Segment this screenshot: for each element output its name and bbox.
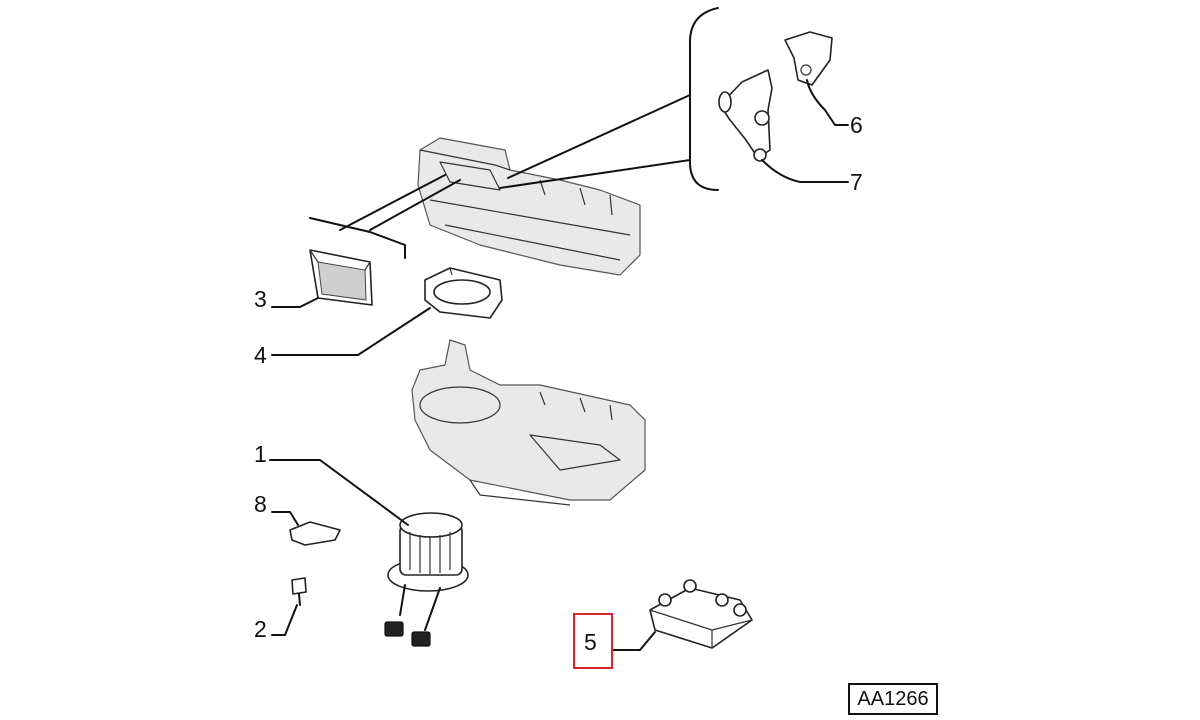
blower-motor-part	[384, 512, 469, 647]
upper-housing	[417, 137, 641, 276]
callout-1: 1	[254, 441, 267, 467]
intake-ring-part	[424, 267, 503, 319]
filter-part	[309, 249, 373, 306]
callout-4: 4	[254, 342, 267, 368]
callout-6: 6	[850, 112, 863, 138]
leader-line-1	[269, 459, 409, 526]
detail-inset-frame	[689, 7, 719, 191]
callout-5-highlight	[573, 613, 613, 669]
leader-line-8	[271, 511, 299, 526]
explode-line-filter-b	[369, 179, 461, 231]
leader-line-7	[761, 159, 849, 183]
callout-7: 7	[850, 169, 863, 195]
callout-5: 5	[584, 629, 597, 655]
callout-8: 8	[254, 491, 267, 517]
screw-part	[291, 577, 307, 606]
callout-3: 3	[254, 286, 267, 312]
lever-part	[718, 69, 773, 162]
leader-line-4	[271, 307, 431, 356]
leader-line-2	[271, 604, 298, 636]
resistor-part	[649, 579, 753, 649]
leader-line-3	[271, 297, 319, 308]
clip-part	[289, 521, 341, 546]
bracket-part	[784, 31, 833, 86]
callout-2: 2	[254, 616, 267, 642]
explode-line-inset	[507, 94, 691, 179]
diagram-reference-code: AA1266	[848, 683, 938, 715]
leader-line-5	[611, 631, 656, 651]
explode-line-inset-2	[499, 159, 691, 189]
lower-housing	[411, 339, 646, 506]
explode-line-filter-a	[339, 174, 446, 231]
leader-line-6	[806, 79, 849, 126]
filter-bracket	[309, 217, 406, 259]
